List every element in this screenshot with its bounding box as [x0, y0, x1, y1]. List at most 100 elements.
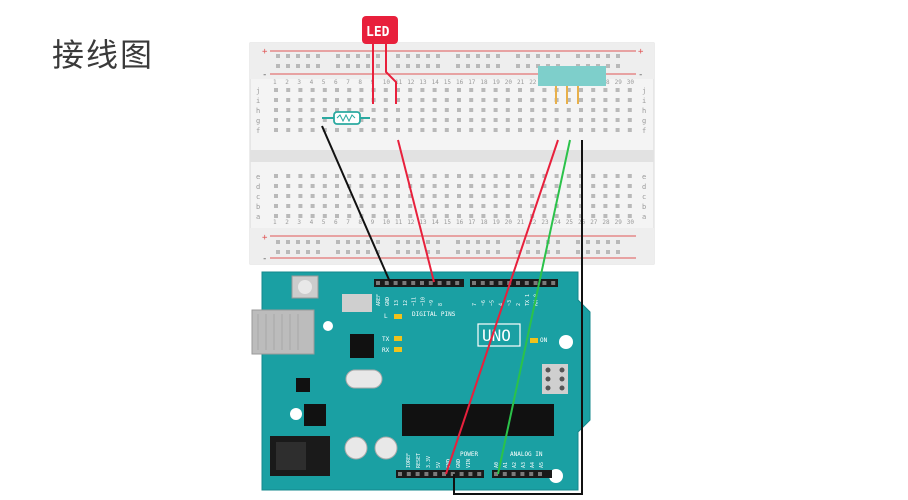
column-number: 24	[554, 219, 562, 226]
row-letter: b	[642, 203, 646, 211]
atmega-chip	[402, 404, 554, 436]
label-tx: TX	[382, 336, 390, 343]
column-number: 7	[346, 79, 350, 86]
column-number: 11	[395, 79, 403, 86]
pin-label: A5	[539, 462, 545, 468]
svg-text:-: -	[638, 70, 643, 80]
page-title: 接线图	[52, 36, 155, 74]
column-number: 18	[480, 79, 488, 86]
column-number: 15	[444, 219, 452, 226]
pin-label: GND	[456, 459, 462, 468]
digital-header-right	[470, 279, 558, 287]
pin-label: 4	[498, 303, 504, 306]
row-letter: e	[256, 173, 260, 181]
column-number: 16	[456, 219, 464, 226]
column-number: 20	[505, 219, 513, 226]
pin-label: RX 0	[534, 294, 540, 306]
column-number: 11	[395, 219, 403, 226]
column-number: 30	[627, 219, 635, 226]
column-number: 8	[358, 79, 362, 86]
column-number: 7	[346, 219, 350, 226]
svg-text:+: +	[262, 47, 268, 57]
pin-label: 7	[472, 303, 478, 306]
column-number: 14	[432, 219, 440, 226]
row-letter: h	[256, 107, 260, 115]
pin-label: ~10	[420, 297, 426, 306]
column-number: 22	[529, 79, 537, 86]
column-number: 27	[590, 219, 598, 226]
pin-label: 2	[516, 303, 522, 306]
wire-red-module-5v	[445, 139, 559, 475]
usb-chip	[350, 334, 374, 358]
column-number: 9	[371, 219, 375, 226]
pin-label: ~5	[490, 300, 496, 306]
column-number: 6	[334, 79, 338, 86]
column-number: 16	[456, 79, 464, 86]
pin-label: AREF	[376, 294, 382, 306]
column-number: 12	[407, 219, 415, 226]
label-power: POWER	[460, 451, 478, 458]
row-letter: d	[642, 183, 646, 191]
wire-green-module-a0	[497, 139, 571, 475]
column-number: 18	[480, 219, 488, 226]
svg-text:+: +	[262, 233, 268, 243]
pin-label: A2	[512, 462, 518, 468]
digital-header-left	[374, 279, 464, 287]
column-number: 13	[419, 219, 427, 226]
column-number: 29	[615, 79, 623, 86]
sensor-module	[538, 66, 606, 104]
row-letter: f	[256, 127, 260, 135]
column-number: 19	[493, 79, 501, 86]
svg-text:+: +	[638, 47, 644, 57]
pin-label: ~9	[429, 300, 435, 306]
pin-label: 13	[394, 300, 400, 306]
column-number: 1	[273, 219, 277, 226]
row-letter: i	[642, 97, 646, 105]
wire-black-module-gnd	[453, 140, 583, 495]
pin-label: A1	[503, 462, 509, 468]
column-number: 28	[602, 79, 610, 86]
row-letter: a	[642, 213, 646, 221]
pin-label: ~11	[412, 297, 418, 306]
column-number: 2	[285, 79, 289, 86]
pin-label: A3	[521, 462, 527, 468]
pin-label: IOREF	[406, 453, 412, 468]
column-number: 10	[383, 79, 391, 86]
label-rx: RX	[382, 347, 390, 354]
resistor	[322, 111, 370, 125]
column-number: 22	[529, 219, 537, 226]
pin-label: ~3	[507, 300, 513, 306]
column-number: 25	[566, 219, 574, 226]
column-number: 2	[285, 219, 289, 226]
row-letter: g	[256, 117, 260, 125]
column-number: 29	[615, 219, 623, 226]
row-letter: c	[256, 193, 260, 201]
column-number: 19	[493, 219, 501, 226]
row-letter: e	[642, 173, 646, 181]
row-letter: j	[256, 87, 260, 95]
pin-label: 3.3V	[426, 456, 432, 468]
column-number: 15	[444, 79, 452, 86]
column-number: 14	[432, 79, 440, 86]
wire-red-led-pin10	[397, 139, 435, 283]
svg-text:-: -	[262, 254, 267, 264]
pin-label: A0	[494, 462, 500, 468]
row-letter: h	[642, 107, 646, 115]
column-number: 17	[468, 219, 476, 226]
led-component: LED	[362, 16, 398, 104]
column-number: 5	[322, 79, 326, 86]
column-number: 4	[310, 219, 314, 226]
wire-black-resistor-gnd	[321, 125, 391, 283]
column-number: 17	[468, 79, 476, 86]
column-number: 8	[358, 219, 362, 226]
column-number: 13	[419, 79, 427, 86]
pin-label: 12	[403, 300, 409, 306]
pin-label: RESET	[416, 453, 422, 468]
column-number: 4	[310, 79, 314, 86]
row-letter: c	[642, 193, 646, 201]
pin-label: ~6	[481, 300, 487, 306]
pin-label: TX 1	[525, 294, 531, 306]
label-analog-in: ANALOG IN	[510, 451, 543, 458]
led-label: LED	[366, 25, 390, 40]
